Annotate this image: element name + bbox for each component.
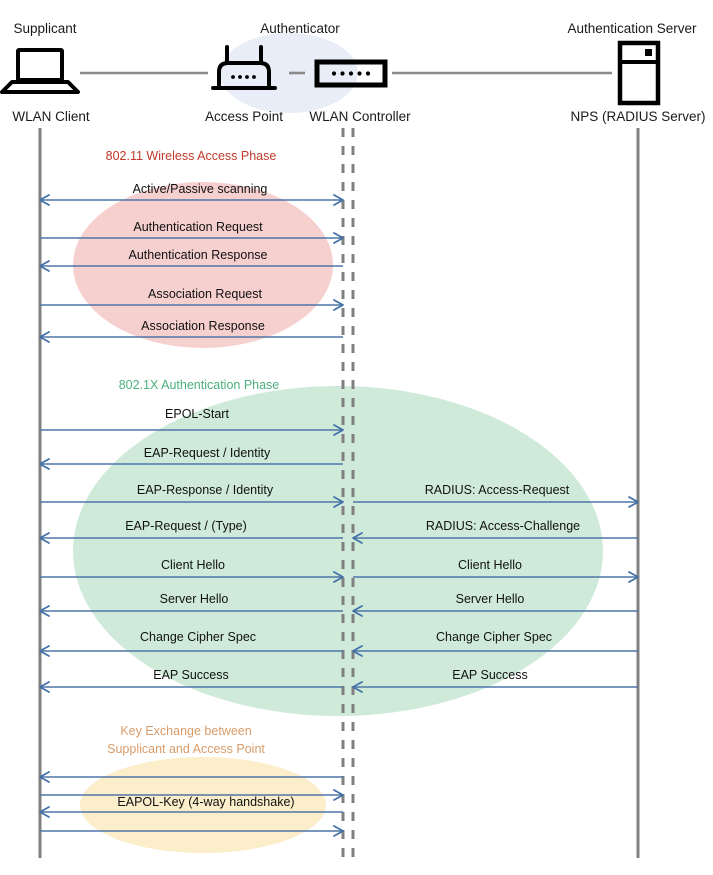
- message-radius-access-challenge: RADIUS: Access-Challenge: [352, 519, 638, 544]
- message-eapol-key-2: [40, 789, 344, 801]
- message-label: EPOL-Start: [165, 407, 229, 421]
- message-eap-request-identity: EAP-Request / Identity: [39, 446, 343, 470]
- message-label: RADIUS: Access-Challenge: [426, 519, 580, 533]
- message-label: Change Cipher Spec: [436, 630, 552, 644]
- message-association-response: Association Response: [39, 319, 343, 343]
- message-eap-success-left: EAP Success: [39, 668, 343, 693]
- message-eapol-key-1: [39, 771, 343, 783]
- phase-label-key-exchange-line2: Supplicant and Access Point: [107, 742, 265, 756]
- phase-ellipse-key-exchange: [80, 757, 326, 853]
- message-label: EAPOL-Key (4-way handshake): [117, 795, 294, 809]
- message-label: EAP-Response / Identity: [137, 483, 274, 497]
- message-label: EAP-Request / Identity: [144, 446, 271, 460]
- message-label: Change Cipher Spec: [140, 630, 256, 644]
- message-label: Active/Passive scanning: [133, 182, 268, 196]
- phase-ellipse-wireless-access: [73, 182, 333, 348]
- message-change-cipher-spec-left: Change Cipher Spec: [39, 630, 343, 657]
- device-label-wlan-client: WLAN Client: [12, 109, 90, 124]
- phase-ellipse-dot1x-auth: [73, 386, 603, 716]
- message-epol-start: EPOL-Start: [40, 407, 344, 436]
- role-label-auth-server: Authentication Server: [567, 21, 697, 36]
- device-label-nps-radius-server: NPS (RADIUS Server): [570, 109, 705, 124]
- message-label: Server Hello: [160, 592, 229, 606]
- message-eapol-key-3: EAPOL-Key (4-way handshake): [39, 795, 343, 818]
- role-label-authenticator: Authenticator: [260, 21, 340, 36]
- message-label: Authentication Request: [133, 220, 263, 234]
- phase-label-wireless-access: 802.11 Wireless Access Phase: [106, 149, 277, 163]
- message-client-hello-left: Client Hello: [40, 558, 344, 583]
- message-label: RADIUS: Access-Request: [425, 483, 570, 497]
- message-change-cipher-spec-right: Change Cipher Spec: [352, 630, 638, 657]
- message-label: Authentication Response: [129, 248, 268, 262]
- message-label: Association Request: [148, 287, 262, 301]
- message-label: Association Response: [141, 319, 265, 333]
- phase-label-dot1x-auth: 802.1X Authentication Phase: [119, 378, 280, 392]
- message-association-request: Association Request: [40, 287, 344, 311]
- phase-label-key-exchange-line1: Key Exchange between: [120, 724, 251, 738]
- device-label-access-point: Access Point: [205, 109, 283, 124]
- message-label: EAP Success: [153, 668, 229, 682]
- message-server-hello-right: Server Hello: [352, 592, 638, 617]
- message-eap-success-right: EAP Success: [352, 668, 638, 693]
- message-label: EAP-Request / (Type): [125, 519, 247, 533]
- message-authentication-request: Authentication Request: [40, 220, 344, 244]
- server-rack-icon: [617, 40, 661, 106]
- message-label: Client Hello: [458, 558, 522, 572]
- network-switch-icon: [314, 59, 388, 88]
- message-eapol-key-4: [40, 825, 344, 837]
- wireless-router-icon: [211, 45, 277, 90]
- device-label-wlan-controller: WLAN Controller: [309, 109, 411, 124]
- message-eap-response-identity: EAP-Response / Identity: [40, 483, 344, 508]
- message-authentication-response: Authentication Response: [39, 248, 343, 272]
- message-client-hello-right: Client Hello: [353, 558, 639, 583]
- message-active-passive-scanning: Active/Passive scanning: [39, 182, 344, 206]
- message-label: Server Hello: [456, 592, 525, 606]
- message-eap-request-type: EAP-Request / (Type): [39, 519, 343, 544]
- message-label: EAP Success: [452, 668, 528, 682]
- message-radius-access-request: RADIUS: Access-Request: [353, 483, 639, 508]
- role-label-supplicant: Supplicant: [13, 21, 76, 36]
- message-label: Client Hello: [161, 558, 225, 572]
- laptop-icon: [0, 48, 80, 94]
- message-server-hello-left: Server Hello: [39, 592, 343, 617]
